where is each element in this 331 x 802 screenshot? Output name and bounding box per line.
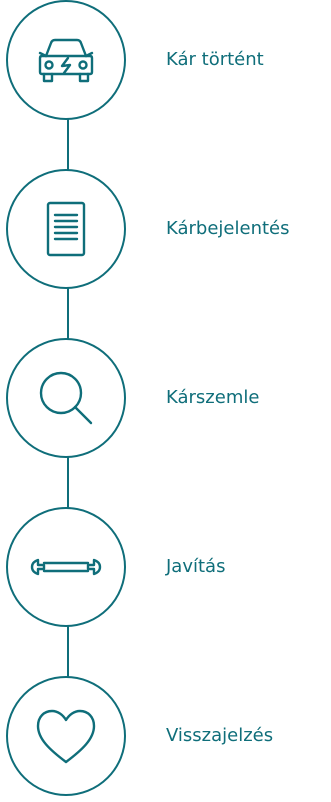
step-label: Javítás — [166, 556, 226, 577]
step-label: Visszajelzés — [166, 725, 274, 746]
heart-icon — [36, 709, 96, 764]
step-repair: Javítás — [0, 507, 331, 633]
step-label: Kár történt — [166, 49, 264, 70]
connector-line — [67, 625, 69, 681]
step-feedback: Visszajelzés — [0, 676, 331, 802]
connector-line — [67, 287, 69, 343]
car-icon — [38, 38, 94, 83]
step-circle — [6, 507, 126, 627]
magnifier-icon — [39, 371, 93, 425]
step-circle — [6, 169, 126, 289]
step-circle — [6, 338, 126, 458]
document-icon — [46, 201, 86, 257]
wrench-icon — [30, 558, 102, 576]
step-label: Kárszemle — [166, 387, 260, 408]
step-circle — [6, 0, 126, 120]
connector-line — [67, 118, 69, 174]
connector-line — [67, 456, 69, 512]
step-damage-inspection: Kárszemle — [0, 338, 331, 464]
step-label: Kárbejelentés — [166, 218, 290, 239]
step-damage-report: Kárbejelentés — [0, 169, 331, 295]
step-damage-occurred: Kár történt — [0, 0, 331, 126]
step-circle — [6, 676, 126, 796]
